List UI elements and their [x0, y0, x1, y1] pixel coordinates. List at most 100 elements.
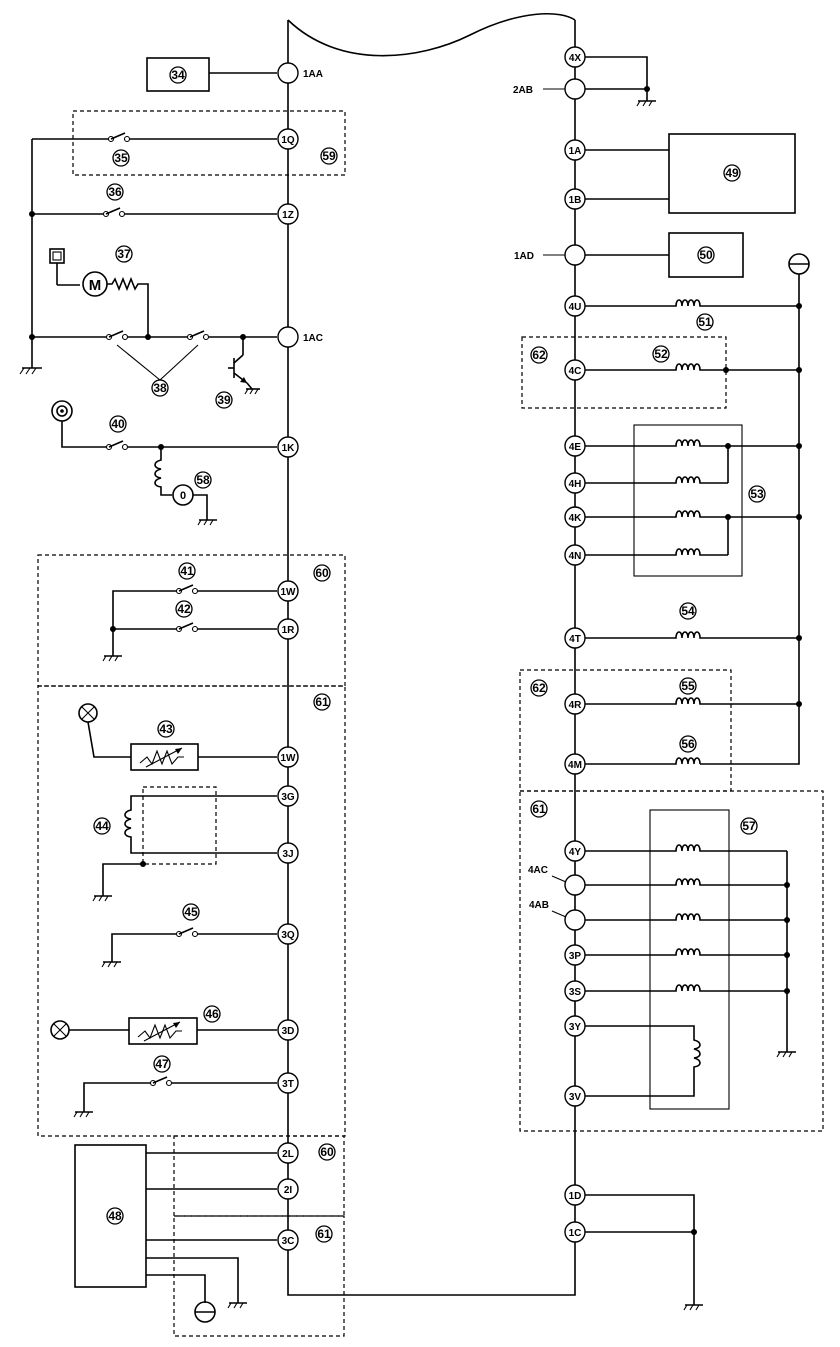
coil-53b — [585, 476, 728, 484]
svg-text:3C: 3C — [282, 1236, 295, 1247]
zone-60-top — [37, 554, 346, 687]
pin-1Q: 1Q — [277, 128, 299, 150]
ground-icon — [19, 337, 42, 375]
svg-text:58: 58 — [196, 473, 210, 487]
sensor-coil-44: 44 — [92, 786, 277, 902]
component-57-ground-bus — [776, 851, 796, 1058]
switch-47: 47 — [73, 1055, 277, 1118]
zone-badge-61-left: 61 — [313, 693, 331, 711]
junction-dot — [796, 367, 802, 373]
svg-text:1C: 1C — [569, 1228, 582, 1239]
svg-text:2L: 2L — [282, 1149, 294, 1160]
svg-text:3P: 3P — [569, 951, 582, 962]
coil-52 — [585, 363, 799, 371]
pin-3J: 3J — [277, 842, 299, 864]
component-49: 49 — [585, 133, 796, 214]
zone-badge-62-top: 62 — [530, 346, 548, 364]
svg-text:1A: 1A — [569, 146, 582, 157]
svg-text:54: 54 — [681, 604, 695, 618]
sensor-icon — [194, 1301, 216, 1323]
pin-4AC: 4AC — [528, 865, 586, 896]
switch-42: 42 — [102, 600, 277, 662]
zone-60-bottom — [173, 1135, 345, 1217]
junction-dot — [796, 303, 802, 309]
svg-text:1W: 1W — [281, 587, 297, 598]
pin-1C: 1C — [564, 1221, 586, 1243]
pin-label-1AA: 1AA — [303, 69, 323, 80]
svg-text:55: 55 — [681, 679, 695, 693]
pin-1AC: 1AC — [277, 326, 323, 348]
pin-3Q: 3Q — [277, 923, 299, 945]
svg-text:2AB: 2AB — [513, 85, 533, 96]
component-56-badge: 56 — [679, 735, 697, 753]
svg-text:3V: 3V — [569, 1092, 582, 1103]
zone-59 — [72, 110, 346, 176]
component-54-badge: 54 — [679, 602, 697, 620]
svg-text:48: 48 — [108, 1209, 122, 1223]
pin-4E: 4E — [564, 435, 586, 457]
motor-icon: M 37 — [49, 245, 149, 337]
component-55-badge: 55 — [679, 677, 697, 695]
coil-51 — [585, 299, 799, 307]
svg-text:1W: 1W — [281, 753, 297, 764]
svg-text:56: 56 — [681, 737, 695, 751]
svg-text:61: 61 — [317, 1227, 331, 1241]
pin-1D: 1D — [564, 1184, 586, 1206]
component-51-badge: 51 — [696, 313, 714, 331]
svg-text:4C: 4C — [569, 366, 582, 377]
svg-text:3Q: 3Q — [281, 930, 295, 941]
pin-4H: 4H — [564, 472, 586, 494]
coil-53c — [585, 510, 799, 518]
svg-text:59: 59 — [322, 149, 336, 163]
junction-dot — [796, 514, 802, 520]
coil-57b — [585, 878, 787, 886]
component-52-badge: 52 — [652, 345, 670, 363]
zone-62-top — [521, 336, 727, 409]
pin-1A: 1A — [564, 139, 586, 161]
svg-text:39: 39 — [217, 393, 231, 407]
zone-badge-60-bottom: 60 — [318, 1143, 336, 1161]
pin-1K: 1K — [277, 436, 299, 458]
svg-text:62: 62 — [532, 348, 546, 362]
component-34: 34 — [146, 57, 277, 92]
svg-text:4T: 4T — [569, 634, 581, 645]
svg-text:3J: 3J — [282, 849, 293, 860]
switch-35: 35 — [32, 132, 277, 167]
pin-1AD: 1AD — [514, 244, 586, 266]
pin-4AB: 4AB — [529, 900, 586, 931]
svg-text:1AC: 1AC — [303, 333, 323, 344]
svg-text:61: 61 — [532, 802, 546, 816]
svg-text:49: 49 — [725, 166, 739, 180]
right-bus — [700, 253, 810, 765]
svg-text:47: 47 — [155, 1057, 169, 1071]
zone-badge-61-right: 61 — [530, 800, 548, 818]
pin-4M: 4M — [564, 753, 586, 775]
svg-text:3D: 3D — [282, 1026, 295, 1037]
pin-3C: 3C — [277, 1229, 299, 1251]
svg-text:1R: 1R — [282, 625, 296, 636]
ground-link — [585, 56, 656, 107]
switch-45: 45 — [101, 903, 277, 968]
svg-text:1B: 1B — [569, 195, 582, 206]
pin-1W-a: 1W — [277, 580, 299, 602]
svg-text:3T: 3T — [282, 1079, 294, 1090]
svg-text:43: 43 — [159, 722, 173, 736]
pin-1Z: 1Z — [277, 203, 299, 225]
coil-57c — [585, 913, 787, 921]
coil-55 — [585, 697, 799, 705]
component-34-number: 34 — [171, 68, 185, 82]
coil-54 — [585, 631, 799, 639]
svg-text:4R: 4R — [569, 700, 583, 711]
svg-text:50: 50 — [699, 248, 713, 262]
svg-text:61: 61 — [315, 695, 329, 709]
pin-4K: 4K — [564, 506, 586, 528]
svg-text:35: 35 — [114, 151, 128, 165]
coil-57d — [585, 948, 787, 956]
pin-2L: 2L — [277, 1142, 299, 1164]
svg-text:60: 60 — [315, 566, 329, 580]
svg-text:40: 40 — [111, 417, 125, 431]
svg-text:4Y: 4Y — [569, 847, 582, 858]
svg-text:4H: 4H — [569, 479, 582, 490]
svg-text:1Z: 1Z — [282, 210, 294, 221]
switch-36: 36 — [29, 183, 277, 218]
